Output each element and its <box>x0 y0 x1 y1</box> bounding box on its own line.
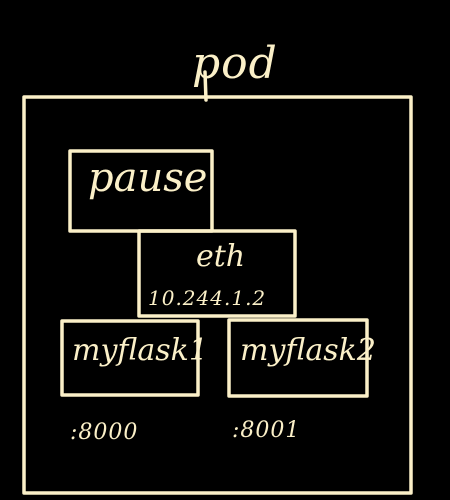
container-label-myflask2: myflask2 <box>240 333 376 368</box>
port-label-myflask2: :8001 <box>232 418 301 443</box>
port-label-myflask1: :8000 <box>70 420 139 445</box>
eth-label: eth <box>196 239 246 274</box>
pause-label: pause <box>88 155 208 201</box>
pod-title: pod <box>192 38 278 89</box>
eth-box <box>137 229 297 318</box>
myflask1-box <box>60 319 200 397</box>
container-label-myflask1: myflask1 <box>72 333 208 368</box>
ip-address-label: 10.244.1.2 <box>148 286 267 310</box>
pod-box <box>22 95 413 495</box>
myflask2-box <box>227 318 369 398</box>
